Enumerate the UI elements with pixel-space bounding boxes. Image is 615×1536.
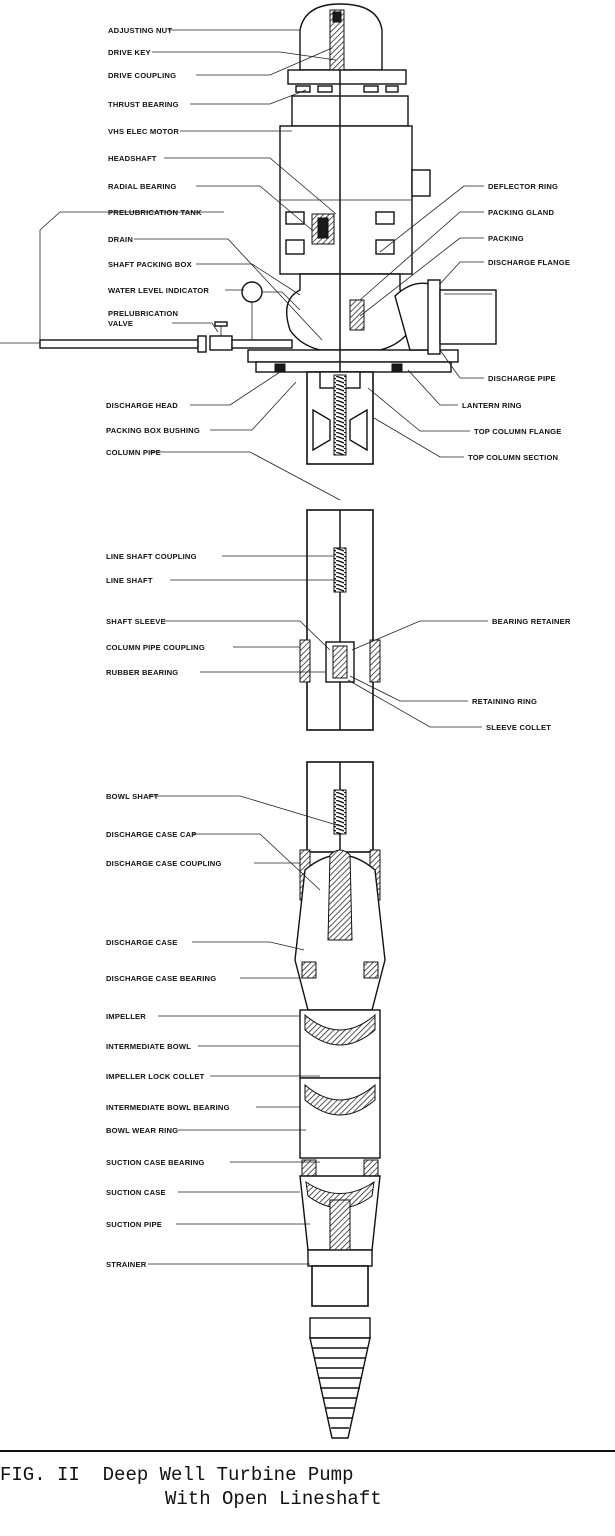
caption-line-1: FIG. II Deep Well Turbine Pump bbox=[0, 1464, 353, 1486]
label-discharge-flange: DISCHARGE FLANGE bbox=[488, 258, 570, 267]
label-thrust-bearing: THRUST BEARING bbox=[108, 100, 179, 109]
label-drive-key: DRIVE KEY bbox=[108, 48, 151, 57]
label-intermediate-bowl-bearing: INTERMEDIATE BOWL BEARING bbox=[106, 1103, 230, 1112]
left-labels: ADJUSTING NUT DRIVE KEY DRIVE COUPLING T… bbox=[106, 26, 230, 1269]
label-impeller: IMPELLER bbox=[106, 1012, 146, 1021]
discharge-head-casting bbox=[247, 273, 459, 373]
label-valve: VALVE bbox=[108, 319, 133, 328]
label-top-column-section: TOP COLUMN SECTION bbox=[468, 453, 558, 462]
discharge-elbow bbox=[394, 279, 497, 355]
label-discharge-case: DISCHARGE CASE bbox=[106, 938, 178, 947]
label-shaft-packing-box: SHAFT PACKING BOX bbox=[108, 260, 192, 269]
motor-cap bbox=[287, 3, 407, 93]
vhs-motor-body bbox=[279, 95, 431, 275]
column-pipe-segment bbox=[299, 509, 381, 731]
label-prelubrication-tank: PRELUBRICATION TANK bbox=[108, 208, 202, 217]
label-suction-case: SUCTION CASE bbox=[106, 1188, 166, 1197]
label-column-pipe-coupling: COLUMN PIPE COUPLING bbox=[106, 643, 205, 652]
label-packing: PACKING bbox=[488, 234, 524, 243]
label-retaining-ring: RETAINING RING bbox=[472, 697, 537, 706]
label-prelubrication: PRELUBRICATION bbox=[108, 309, 178, 318]
label-column-pipe: COLUMN PIPE bbox=[106, 448, 161, 457]
label-intermediate-bowl: INTERMEDIATE BOWL bbox=[106, 1042, 191, 1051]
label-discharge-pipe: DISCHARGE PIPE bbox=[488, 374, 556, 383]
label-discharge-case-cap: DISCHARGE CASE CAP bbox=[106, 830, 197, 839]
label-bowl-shaft: BOWL SHAFT bbox=[106, 792, 159, 801]
figure-number: FIG. II bbox=[0, 1464, 80, 1486]
label-lantern-ring: LANTERN RING bbox=[462, 401, 522, 410]
caption-title-1: Deep Well Turbine Pump bbox=[102, 1464, 354, 1486]
label-vhs-elec-motor: VHS ELEC MOTOR bbox=[108, 127, 179, 136]
pump-drawing bbox=[0, 3, 497, 1439]
label-drain: DRAIN bbox=[108, 235, 133, 244]
label-line-shaft: LINE SHAFT bbox=[106, 576, 153, 585]
label-strainer: STRAINER bbox=[106, 1260, 147, 1269]
label-deflector-ring: DEFLECTOR RING bbox=[488, 182, 558, 191]
label-bearing-retainer: BEARING RETAINER bbox=[492, 617, 571, 626]
label-rubber-bearing: RUBBER BEARING bbox=[106, 668, 178, 677]
top-column-section-drawing bbox=[306, 371, 374, 465]
label-adjusting-nut: ADJUSTING NUT bbox=[108, 26, 172, 35]
label-suction-case-bearing: SUCTION CASE BEARING bbox=[106, 1158, 205, 1167]
right-labels: DEFLECTOR RING PACKING GLAND PACKING DIS… bbox=[462, 182, 571, 732]
label-impeller-lock-collet: IMPELLER LOCK COLLET bbox=[106, 1072, 205, 1081]
label-water-level-indicator: WATER LEVEL INDICATOR bbox=[108, 286, 209, 295]
label-sleeve-collet: SLEEVE COLLET bbox=[486, 723, 551, 732]
label-line-shaft-coupling: LINE SHAFT COUPLING bbox=[106, 552, 197, 561]
label-discharge-case-coupling: DISCHARGE CASE COUPLING bbox=[106, 859, 222, 868]
bowl-assembly bbox=[294, 761, 386, 1307]
label-discharge-case-bearing: DISCHARGE CASE BEARING bbox=[106, 974, 216, 983]
label-packing-gland: PACKING GLAND bbox=[488, 208, 554, 217]
leader-lines bbox=[39, 29, 488, 1265]
label-shaft-sleeve: SHAFT SLEEVE bbox=[106, 617, 166, 626]
label-top-column-flange: TOP COLUMN FLANGE bbox=[474, 427, 562, 436]
label-discharge-head: DISCHARGE HEAD bbox=[106, 401, 178, 410]
label-packing-box-bushing: PACKING BOX BUSHING bbox=[106, 426, 200, 435]
label-bowl-wear-ring: BOWL WEAR RING bbox=[106, 1126, 178, 1135]
label-radial-bearing: RADIAL BEARING bbox=[108, 182, 176, 191]
label-headshaft: HEADSHAFT bbox=[108, 154, 157, 163]
prelubrication-line bbox=[0, 230, 301, 353]
label-suction-pipe: SUCTION PIPE bbox=[106, 1220, 162, 1229]
caption-title-2: With Open Lineshaft bbox=[165, 1488, 382, 1510]
figure-caption: FIG. II Deep Well Turbine Pump With Open… bbox=[0, 1450, 615, 1510]
label-drive-coupling: DRIVE COUPLING bbox=[108, 71, 176, 80]
strainer-drawing bbox=[309, 1317, 371, 1439]
